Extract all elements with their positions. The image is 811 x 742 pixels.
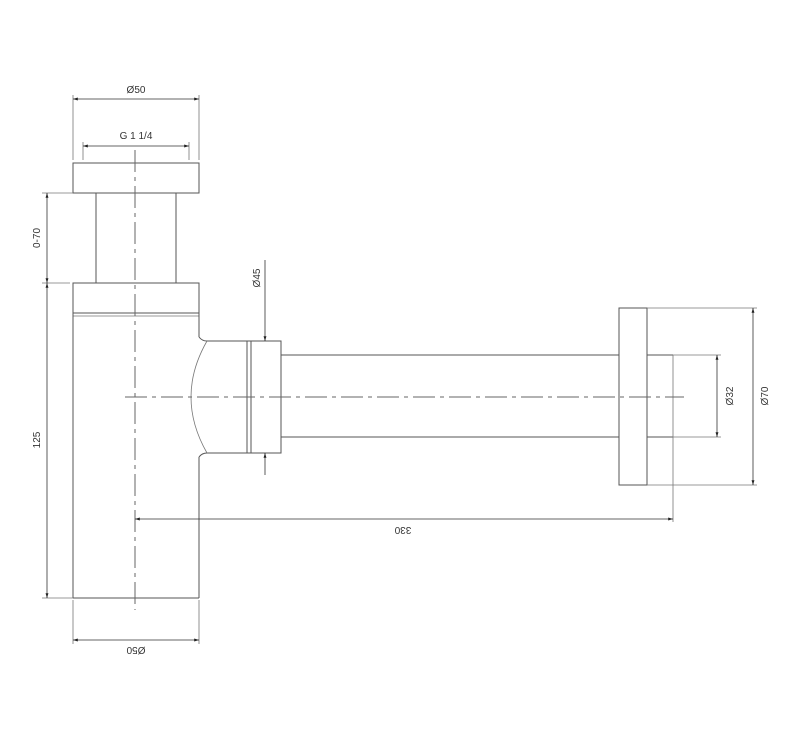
dim-outlet-diameter: Ø45 xyxy=(252,260,267,475)
svg-text:Ø70: Ø70 xyxy=(760,386,771,405)
svg-text:Ø50: Ø50 xyxy=(126,644,145,655)
dim-top-diameter: Ø50 xyxy=(72,85,200,160)
dim-pipe-diameter: Ø32 xyxy=(673,354,736,438)
dim-flange-diameter: Ø70 xyxy=(647,307,771,486)
svg-text:330: 330 xyxy=(394,524,411,535)
dim-body-height: 125 xyxy=(32,283,73,599)
dim-length: 330 xyxy=(134,517,673,535)
dim-height-adjust: 0-70 xyxy=(32,192,73,284)
trap-body xyxy=(72,162,200,599)
horizontal-pipe xyxy=(281,307,674,522)
dim-bottom-diameter: Ø50 xyxy=(72,600,200,655)
svg-text:Ø45: Ø45 xyxy=(252,268,263,287)
svg-text:G 1 1/4: G 1 1/4 xyxy=(120,131,153,142)
svg-text:125: 125 xyxy=(32,431,43,448)
svg-text:Ø32: Ø32 xyxy=(725,386,736,405)
dim-thread: G 1 1/4 xyxy=(82,131,190,160)
svg-text:0-70: 0-70 xyxy=(32,228,43,248)
svg-text:Ø50: Ø50 xyxy=(127,85,146,96)
